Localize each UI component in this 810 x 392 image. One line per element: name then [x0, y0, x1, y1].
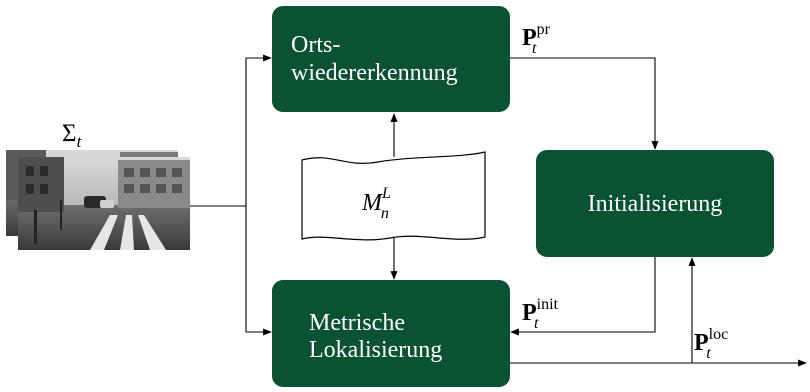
signal-p-loc: Ploc t	[694, 326, 728, 362]
p-init-subscript: t	[534, 315, 539, 332]
p-pr-superscript: pr	[537, 21, 551, 38]
metric-localization-block: Metrische Lokalisierung	[272, 280, 510, 387]
p-init-superscript: init	[537, 296, 559, 313]
camera-frame-front	[18, 157, 190, 250]
metric-localization-line2: Lokalisierung	[309, 337, 442, 363]
place-recognition-block: Orts- wiedererkennung	[272, 6, 510, 112]
arrow-init-to-metric-localization	[510, 257, 656, 336]
place-recognition-line1: Orts-	[291, 32, 340, 58]
connections	[190, 54, 807, 367]
p-init-symbol: P	[522, 300, 537, 326]
input-label: Σt	[62, 120, 83, 151]
map-superscript: L	[381, 185, 391, 202]
place-recognition-line2: wiedererkennung	[291, 60, 458, 86]
arrow-pr-to-initialization	[510, 57, 659, 150]
initialization-block: Initialisierung	[536, 150, 774, 257]
p-loc-symbol: P	[694, 330, 709, 356]
signal-p-init: Pinit t	[522, 296, 559, 332]
map-subscript: n	[381, 205, 389, 222]
p-pr-symbol: P	[522, 25, 537, 51]
p-loc-superscript: loc	[709, 326, 729, 343]
initialization-label: Initialisierung	[588, 191, 723, 217]
p-pr-subscript: t	[532, 40, 537, 57]
input-image-stack	[6, 150, 190, 250]
map-symbol: M	[361, 190, 384, 216]
p-loc-subscript: t	[706, 345, 711, 362]
input-sigma: Σ	[62, 120, 77, 147]
metric-localization-line1: Metrische	[309, 310, 405, 336]
input-subscript: t	[77, 132, 83, 151]
